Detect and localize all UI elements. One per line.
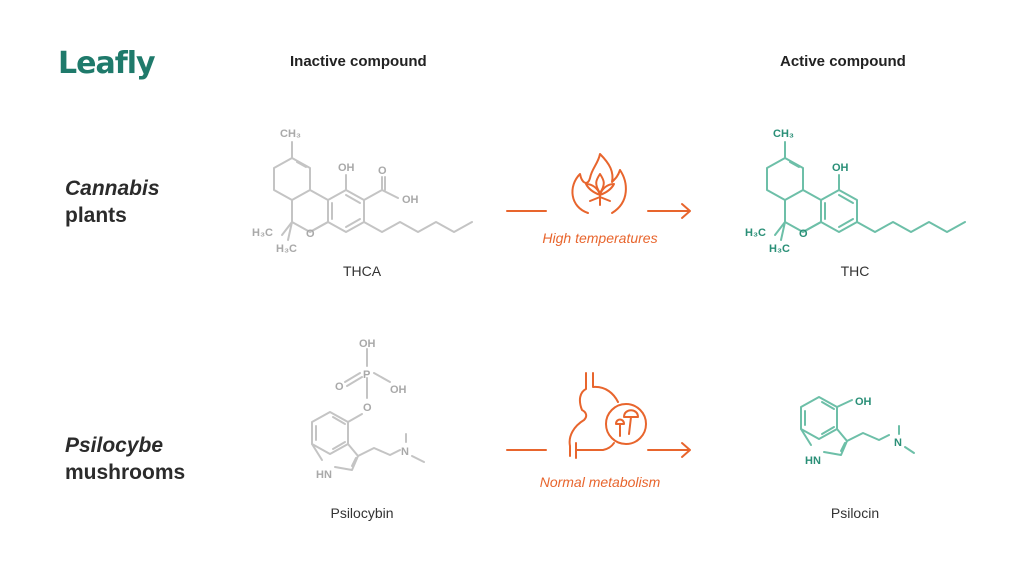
thc-structure (766, 141, 966, 241)
thca-atom-o: O (378, 165, 387, 177)
leafly-logo: Leafly (58, 46, 156, 81)
thc-atom-ring-o: O (799, 228, 808, 240)
arrow-head-2 (647, 442, 691, 458)
psilocybin-atom-o-double: O (335, 381, 344, 393)
psilocybin-atom-o-ester: O (363, 402, 372, 414)
thca-atom-ring-o: O (306, 228, 315, 240)
process-label-high-temperatures: High temperatures (542, 230, 658, 246)
thca-atom-h3c-2: H₃C (276, 243, 297, 255)
active-column-header: Active compound (780, 53, 906, 70)
psilocin-atom-hn: HN (805, 455, 821, 467)
thc-atom-oh: OH (832, 162, 849, 174)
thc-atom-h3c-2: H₃C (769, 243, 790, 255)
compound-name-psilocybin: Psilocybin (330, 505, 394, 521)
psilocin-atom-oh: OH (855, 396, 872, 408)
process-label-normal-metabolism: Normal metabolism (539, 474, 661, 490)
row-label-italic: Cannabis (65, 177, 160, 200)
psilocin-structure (800, 396, 915, 456)
psilocybin-atom-oh-top: OH (359, 338, 376, 350)
psilocybin-atom-p: P (363, 369, 370, 381)
thc-atom-h3c-1: H₃C (745, 227, 766, 239)
stomach-mushroom-icon (568, 372, 647, 459)
row-label-psilocybe: Psilocybe mushrooms (65, 432, 185, 486)
compound-name-thc: THC (840, 263, 870, 279)
compound-name-psilocin: Psilocin (830, 505, 880, 521)
arrow-head-1 (647, 203, 691, 219)
psilocybin-atom-oh-right: OH (390, 384, 407, 396)
row-label-regular: mushrooms (65, 461, 186, 484)
compound-name-thca: THCA (342, 263, 382, 279)
inactive-column-header: Inactive compound (290, 53, 427, 70)
thca-structure (273, 141, 473, 241)
psilocybin-atom-n: N (401, 446, 409, 458)
psilocybin-structure (311, 348, 425, 471)
thc-atom-ch3: CH₃ (773, 128, 794, 140)
flame-cannabis-leaf-icon (571, 153, 627, 214)
row-label-cannabis: Cannabis plants (65, 175, 160, 229)
thca-atom-ch3: CH₃ (280, 128, 301, 140)
row-label-italic: Psilocybe (65, 434, 164, 457)
thca-atom-oh: OH (338, 162, 355, 174)
thca-atom-h3c-1: H₃C (252, 227, 273, 239)
row-label-regular: plants (65, 204, 127, 227)
psilocybin-atom-hn: HN (316, 469, 332, 481)
psilocin-atom-n: N (894, 437, 902, 449)
thca-atom-oh-acid: OH (402, 194, 419, 206)
